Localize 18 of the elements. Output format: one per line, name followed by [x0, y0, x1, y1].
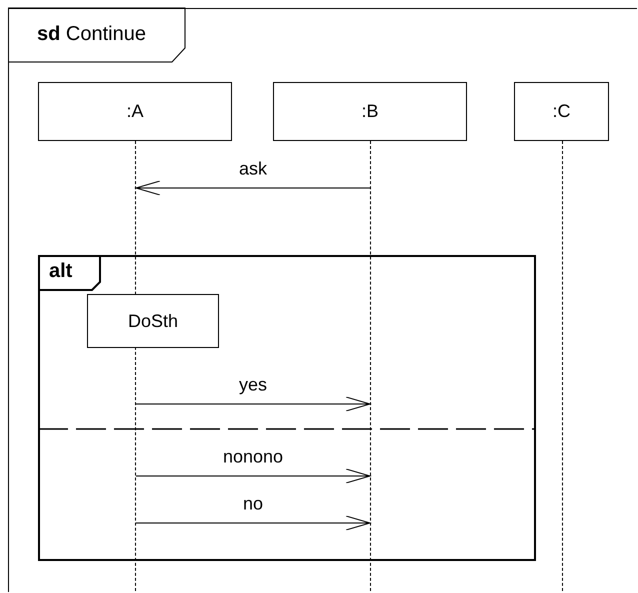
state-label: DoSth [128, 310, 178, 332]
lifeline-head [38, 82, 232, 141]
alt-fragment [38, 255, 536, 561]
lifeline-name: :B [361, 101, 378, 122]
message-arrow [136, 396, 370, 412]
lifeline [370, 141, 371, 593]
message-arrow [136, 516, 370, 530]
lifeline [562, 141, 563, 593]
lifeline-name: :A [126, 101, 144, 122]
lifeline-head [514, 82, 609, 141]
frame-title: sd Continue [37, 23, 146, 46]
message-arrow [136, 468, 370, 484]
message-arrow [136, 180, 370, 196]
fragment-operator: alt [49, 260, 72, 283]
lifeline-head [273, 82, 467, 141]
sequence-frame [8, 8, 637, 592]
lifeline-name: :C [552, 101, 570, 122]
state-box [87, 294, 219, 348]
